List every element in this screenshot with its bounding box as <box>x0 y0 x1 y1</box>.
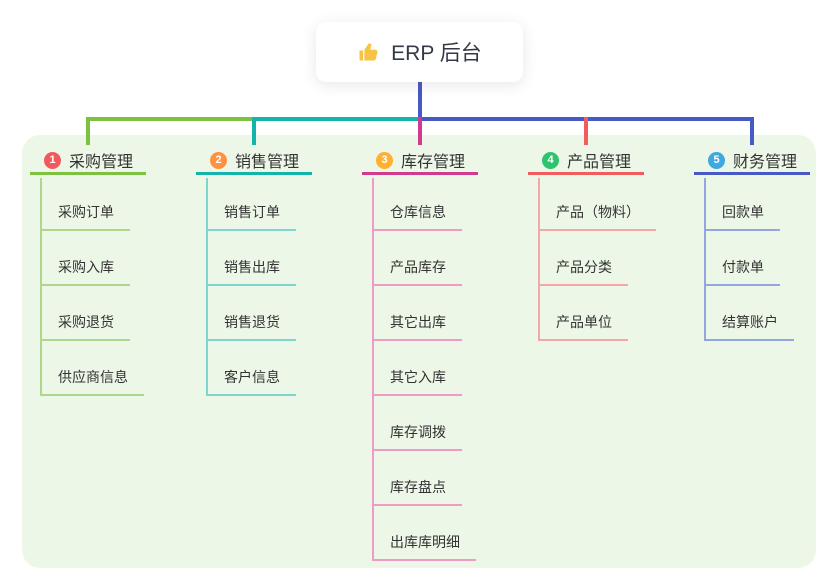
branch-label: 采购管理 <box>69 154 134 171</box>
child-topic[interactable]: 出库库明细 <box>372 532 476 561</box>
child-topic[interactable]: 产品单位 <box>538 312 628 341</box>
child-topic[interactable]: 采购订单 <box>40 202 130 231</box>
branch-label: 销售管理 <box>235 154 300 171</box>
child-topic[interactable]: 供应商信息 <box>40 367 144 396</box>
child-topic[interactable]: 结算账户 <box>704 312 794 341</box>
branch-number-badge: 2 <box>210 151 227 169</box>
thumbs-up-icon <box>357 40 381 64</box>
connector-line <box>86 117 256 121</box>
child-topic[interactable]: 采购退货 <box>40 312 130 341</box>
connector-line <box>252 117 422 121</box>
child-connector-rail <box>704 178 706 341</box>
root-title: ERP 后台 <box>391 42 482 65</box>
child-connector-rail <box>372 178 374 561</box>
branch-label: 库存管理 <box>401 154 466 171</box>
child-topic[interactable]: 采购入库 <box>40 257 130 286</box>
child-topic[interactable]: 销售订单 <box>206 202 296 231</box>
root-node[interactable]: ERP 后台 <box>316 22 523 82</box>
branch-topic-1[interactable]: 1 采购管理 <box>30 148 146 175</box>
child-topic[interactable]: 付款单 <box>704 257 780 286</box>
branch-topic-3[interactable]: 3 库存管理 <box>362 148 478 175</box>
connector-line <box>750 117 754 145</box>
connector-line <box>584 117 588 145</box>
child-topic[interactable]: 库存调拨 <box>372 422 462 451</box>
branch-number-badge: 4 <box>542 151 559 169</box>
connector-line <box>418 117 422 145</box>
branch-number-badge: 1 <box>44 151 61 169</box>
child-topic[interactable]: 回款单 <box>704 202 780 231</box>
child-topic[interactable]: 产品库存 <box>372 257 462 286</box>
connector-line <box>418 82 422 121</box>
branch-label: 产品管理 <box>567 154 632 171</box>
child-topic[interactable]: 产品（物料） <box>538 202 656 231</box>
branch-topic-2[interactable]: 2 销售管理 <box>196 148 312 175</box>
child-connector-rail <box>538 178 540 341</box>
child-topic[interactable]: 库存盘点 <box>372 477 462 506</box>
child-topic[interactable]: 销售退货 <box>206 312 296 341</box>
branches-panel <box>22 135 816 568</box>
connector-line <box>252 117 256 145</box>
child-topic[interactable]: 产品分类 <box>538 257 628 286</box>
child-topic[interactable]: 其它入库 <box>372 367 462 396</box>
branch-label: 财务管理 <box>733 154 798 171</box>
child-topic[interactable]: 销售出库 <box>206 257 296 286</box>
branch-topic-4[interactable]: 4 产品管理 <box>528 148 644 175</box>
child-topic[interactable]: 客户信息 <box>206 367 296 396</box>
branch-number-badge: 3 <box>376 151 393 169</box>
branch-topic-5[interactable]: 5 财务管理 <box>694 148 810 175</box>
child-topic[interactable]: 仓库信息 <box>372 202 462 231</box>
branch-number-badge: 5 <box>708 151 725 169</box>
child-connector-rail <box>40 178 42 396</box>
child-connector-rail <box>206 178 208 396</box>
child-topic[interactable]: 其它出库 <box>372 312 462 341</box>
connector-line <box>86 117 90 145</box>
